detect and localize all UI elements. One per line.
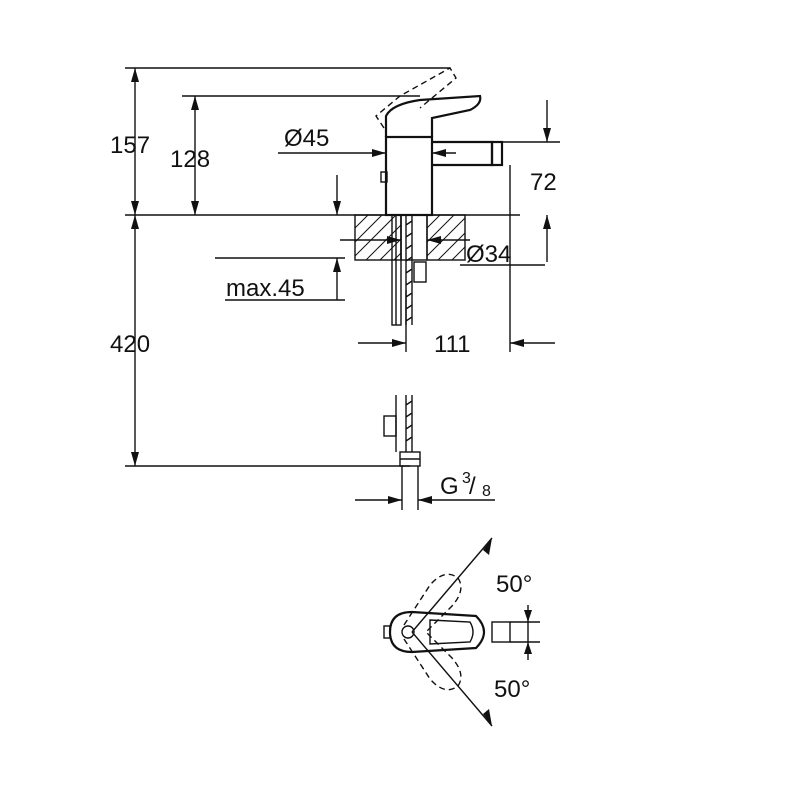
label-thread-prefix: G [440, 473, 459, 500]
label-thread-denominator: 8 [482, 483, 491, 500]
label-hose-length: 420 [110, 331, 150, 358]
label-reach: 111 [434, 331, 470, 358]
label-swivel-up: 50° [496, 571, 532, 598]
label-outlet-height: 72 [530, 169, 557, 196]
label-hole-diameter: Ø34 [466, 241, 511, 268]
label-total-height: 157 [110, 132, 150, 159]
label-max-deck-thickness: max.45 [226, 275, 305, 302]
label-thread-slash: / [469, 473, 476, 500]
label-swivel-down: 50° [494, 676, 530, 703]
side-view [125, 67, 560, 510]
deck-hatching [354, 214, 466, 261]
top-view [383, 537, 540, 727]
label-body-diameter: Ø45 [284, 125, 329, 152]
label-spout-height: 128 [170, 146, 210, 173]
label-thread-numerator: 3 [462, 470, 471, 487]
